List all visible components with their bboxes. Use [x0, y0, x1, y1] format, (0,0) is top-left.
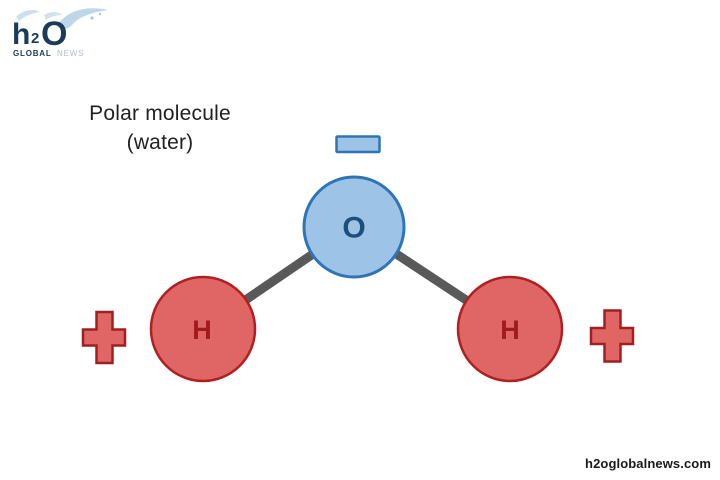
- title-line-1: Polar molecule: [89, 102, 231, 125]
- plus-charge-icon-right: [589, 309, 635, 363]
- oxygen-atom: [302, 175, 406, 279]
- website-url: h2oglobalnews.com: [585, 456, 711, 471]
- plus-charge-icon-left: [81, 310, 127, 365]
- logo-tagline-news: NEWS: [57, 49, 84, 58]
- diagram-title: Polar molecule (water): [52, 99, 268, 157]
- hydrogen-left-label: H: [192, 315, 212, 345]
- oxygen-label: O: [342, 212, 365, 245]
- minus-charge-icon: [335, 135, 381, 154]
- hydrogen-atom-right: [456, 275, 564, 383]
- title-line-2: (water): [126, 131, 194, 154]
- hydrogen-atom-left: [149, 275, 257, 383]
- h2o-global-news-logo: h 2 O GLOBAL NEWS: [12, 8, 108, 58]
- logo-letter-h: h: [12, 18, 30, 51]
- logo-tagline-global: GLOBAL: [13, 49, 52, 58]
- hydrogen-right-label: H: [500, 315, 520, 345]
- logo-letter-o: O: [41, 15, 67, 53]
- logo-letter-2: 2: [31, 30, 39, 47]
- water-splash-icon: [16, 8, 108, 30]
